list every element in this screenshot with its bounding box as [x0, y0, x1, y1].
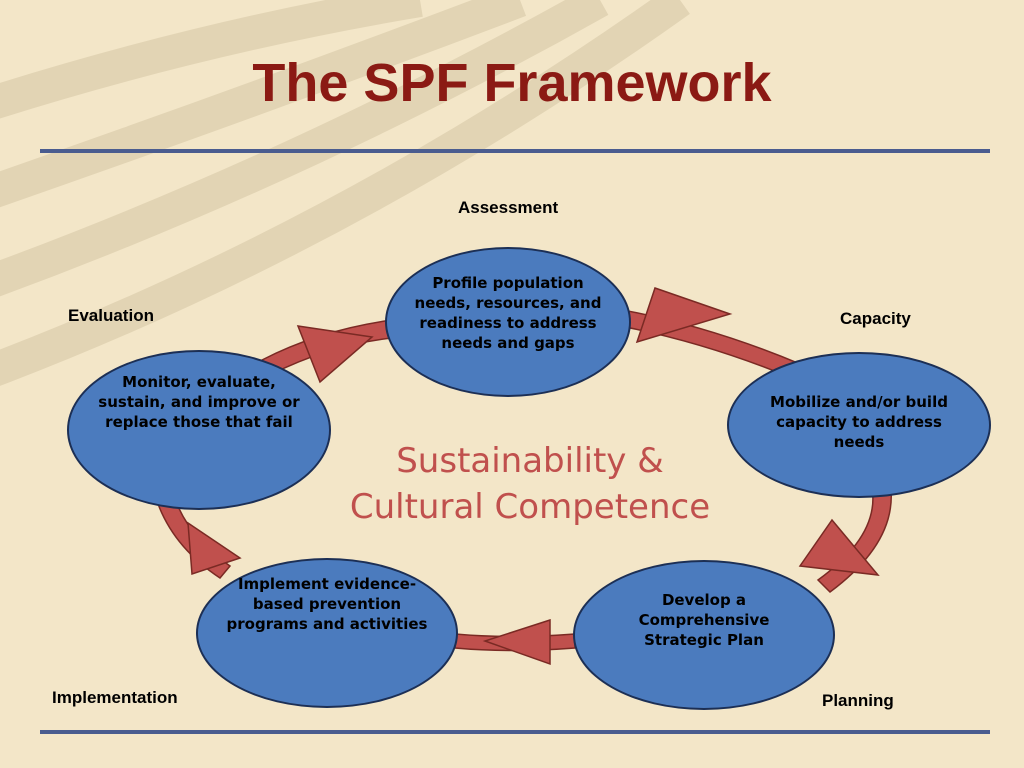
node-evaluation-text: Monitor, evaluate, sustain, and improve …	[98, 373, 300, 431]
node-assessment-text: Profile population needs, resources, and…	[414, 274, 602, 352]
stage-label-assessment: Assessment	[458, 198, 559, 217]
stage-label-evaluation: Evaluation	[68, 306, 154, 325]
node-evaluation: Monitor, evaluate, sustain, and improve …	[67, 350, 331, 510]
arrowhead-evaluation-assessment	[296, 325, 374, 384]
center-caption-line2: Cultural Competence	[349, 487, 711, 527]
node-implementation: Implement evidence-based prevention prog…	[196, 558, 458, 708]
node-implementation-text: Implement evidence-based prevention prog…	[226, 575, 428, 633]
stage-label-capacity: Capacity	[840, 309, 911, 328]
node-capacity-text: Mobilize and/or build capacity to addres…	[770, 393, 948, 451]
stage-label-implementation: Implementation	[52, 688, 178, 707]
arrowhead-assessment-capacity	[635, 287, 733, 344]
stage-label-planning: Planning	[822, 691, 894, 710]
node-planning-text: Develop a Comprehensive Strategic Plan	[638, 591, 770, 649]
arrowhead-implementation-evaluation	[187, 521, 242, 576]
node-capacity: Mobilize and/or build capacity to addres…	[727, 352, 991, 498]
arrowhead-planning-implementation	[482, 618, 551, 666]
bottom-divider	[40, 730, 990, 734]
center-caption-line1: Sustainability &	[396, 441, 664, 481]
arrowhead-capacity-planning	[798, 518, 880, 576]
node-planning: Develop a Comprehensive Strategic Plan	[573, 560, 835, 710]
band-capacity-planning	[816, 481, 892, 593]
node-assessment: Profile population needs, resources, and…	[385, 247, 631, 397]
top-divider	[40, 149, 990, 153]
slide-title: The SPF Framework	[252, 53, 772, 113]
center-caption: Sustainability & Cultural Competence	[290, 438, 770, 530]
